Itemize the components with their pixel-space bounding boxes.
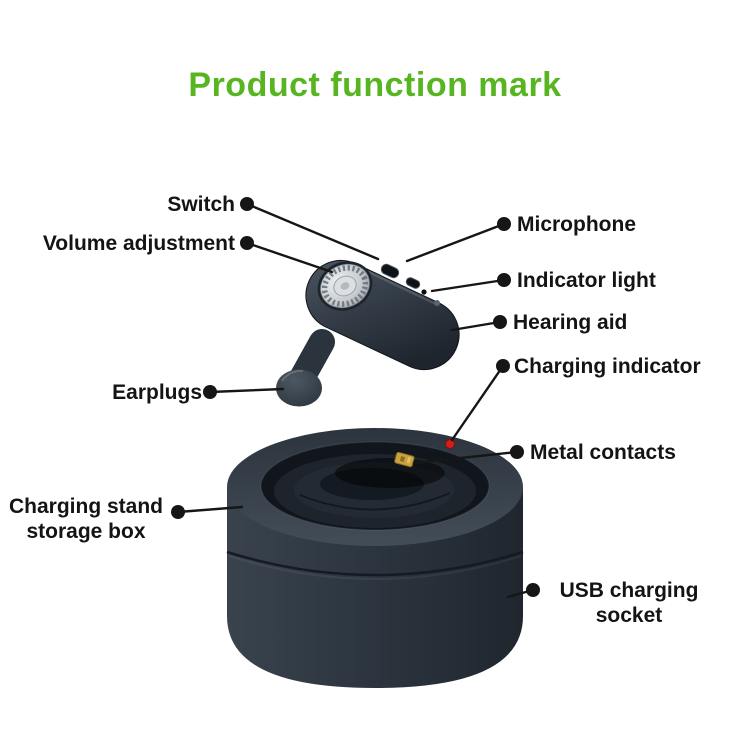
earplug-highlight bbox=[281, 369, 304, 382]
metal-contact-pin bbox=[394, 451, 415, 468]
label-usb-charging-socket: USB charging socket bbox=[559, 579, 699, 627]
hearing-aid-shadow bbox=[335, 458, 445, 488]
callout-dot-switch bbox=[240, 197, 254, 211]
page-title: Product function mark bbox=[188, 66, 562, 104]
stand-seam-highlight bbox=[228, 555, 522, 580]
callout-dot-earplugs bbox=[203, 385, 217, 399]
callout-dot-charging-indicator bbox=[496, 359, 510, 373]
microphone-hole bbox=[421, 289, 427, 295]
label-metal-contacts: Metal contacts bbox=[530, 441, 676, 464]
callout-dot-hearing-aid bbox=[493, 315, 507, 329]
leader-line-earplugs bbox=[208, 387, 285, 394]
callout-dot-indicator-light bbox=[497, 273, 511, 287]
tray-groove bbox=[299, 492, 451, 511]
leader-line-volume bbox=[245, 241, 334, 274]
label-microphone: Microphone bbox=[517, 213, 636, 236]
callout-dot-microphone bbox=[497, 217, 511, 231]
callout-dot-metal-contacts bbox=[510, 445, 524, 459]
leader-line-charging-stand bbox=[176, 505, 244, 514]
switch-button bbox=[380, 263, 400, 279]
leader-line-charging-indicator bbox=[450, 364, 505, 442]
label-earplugs: Earplugs bbox=[112, 381, 202, 404]
leader-line-indicator-light bbox=[430, 278, 506, 293]
label-charging-indicator: Charging indicator bbox=[514, 355, 701, 378]
label-hearing-aid: Hearing aid bbox=[513, 311, 628, 334]
volume-dial bbox=[317, 261, 373, 311]
callout-dot-usb-socket bbox=[526, 583, 540, 597]
label-charging-stand-storage-box: Charging stand storage box bbox=[8, 495, 163, 543]
volume-slider-button bbox=[405, 277, 421, 289]
charging-led-light bbox=[445, 439, 455, 449]
leader-line-switch bbox=[245, 202, 380, 261]
earplug-dome bbox=[276, 369, 322, 407]
rim-inner-edge-highlight bbox=[260, 441, 490, 531]
indicator-light-dot bbox=[434, 300, 440, 306]
leader-line-metal-contacts bbox=[412, 450, 519, 465]
leader-line-hearing-aid bbox=[450, 320, 502, 332]
label-indicator-light: Indicator light bbox=[517, 269, 656, 292]
callout-dot-volume bbox=[240, 236, 254, 250]
hearing-aid-top-highlight bbox=[354, 264, 440, 307]
label-switch: Switch bbox=[167, 193, 235, 216]
callout-dot-charging-stand bbox=[171, 505, 185, 519]
label-volume-adjustment: Volume adjustment bbox=[42, 232, 235, 255]
leader-line-microphone bbox=[405, 222, 506, 263]
stand-seam-line bbox=[226, 550, 524, 577]
